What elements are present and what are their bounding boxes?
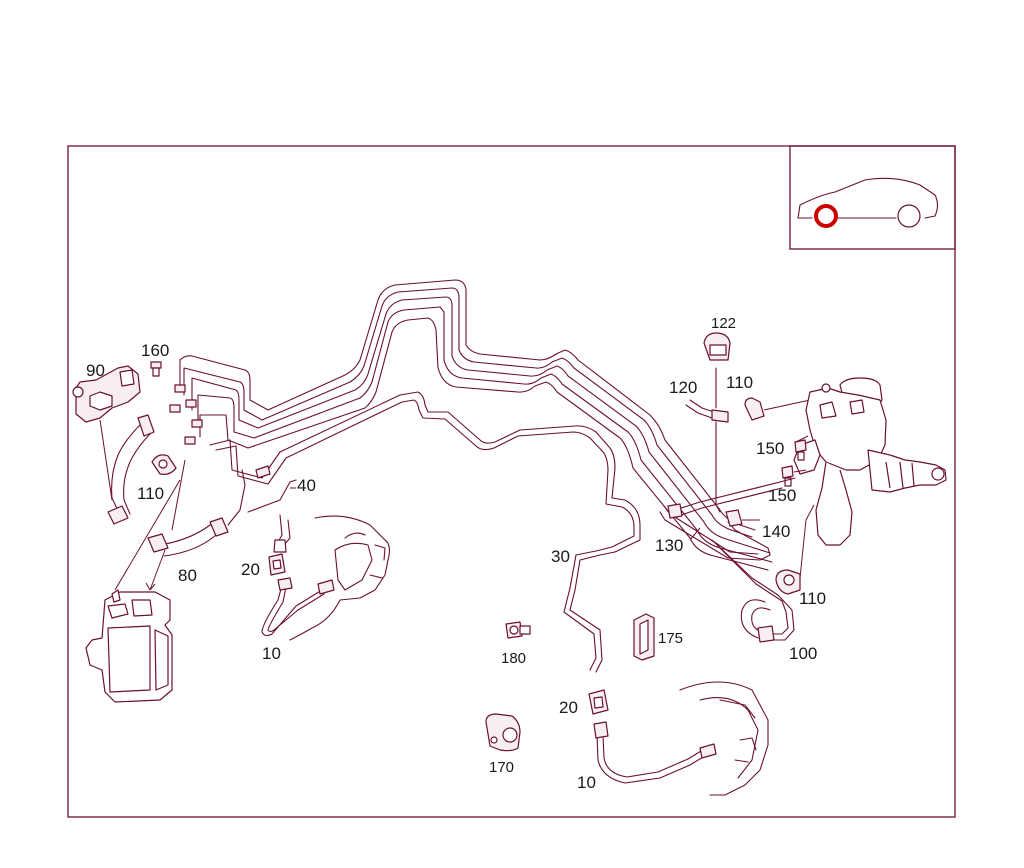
inset-frame	[789, 145, 956, 250]
part-20-clip-right	[588, 689, 609, 715]
brake-line-bundle	[179, 279, 773, 673]
callout-110-left: 110	[137, 484, 164, 503]
abs-hydraulic-unit	[85, 589, 173, 703]
callout-10-left: 10	[262, 644, 281, 663]
callout-150-top: 150	[756, 439, 784, 458]
leader-lines	[290, 435, 809, 541]
diagram-frame	[67, 145, 956, 818]
callout-160: 160	[141, 341, 169, 360]
part-10-hose-right	[593, 721, 717, 784]
callout-110-top: 110	[726, 373, 753, 392]
callout-122: 122	[711, 315, 736, 332]
master-cylinder-assembly	[793, 377, 947, 546]
callout-labels: 90 160 110 80 40 20 10 122 120 110 150 1…	[86, 315, 826, 792]
car-silhouette-icon	[797, 177, 939, 228]
callout-100: 100	[789, 644, 817, 663]
callout-120: 120	[669, 378, 697, 397]
callout-30: 30	[551, 547, 570, 566]
front-wheel-highlight	[814, 204, 838, 228]
callout-20-right: 20	[559, 698, 578, 717]
callout-180: 180	[501, 650, 526, 667]
hose-fitting	[137, 414, 155, 437]
callout-10-right: 10	[577, 773, 596, 792]
locator-inset	[789, 145, 956, 250]
callout-175: 175	[658, 630, 683, 647]
part-122-clip	[703, 332, 731, 361]
brake-disc-right	[679, 681, 769, 796]
callout-170: 170	[489, 759, 514, 776]
rear-wheel	[897, 204, 921, 228]
callout-110-right: 110	[799, 589, 826, 608]
callout-80: 80	[178, 566, 197, 585]
part-180-bolt	[505, 621, 531, 639]
callout-40: 40	[297, 476, 316, 495]
callout-90: 90	[86, 361, 105, 380]
callout-20-left: 20	[241, 560, 260, 579]
part-175-bracket	[633, 613, 655, 661]
part-20-clip-left	[268, 553, 286, 576]
line-clamps-left	[107, 384, 271, 553]
part-10-hose-left	[261, 577, 335, 637]
part-170-plate	[485, 713, 521, 752]
part-90-bracket	[72, 365, 141, 423]
part-110-clip-right	[775, 504, 815, 595]
leader-lines-abs	[99, 419, 186, 591]
part-150-screw-top	[794, 439, 807, 461]
callout-150-mid: 150	[768, 486, 796, 505]
callout-130: 130	[655, 536, 683, 555]
part-140-lines	[659, 477, 796, 561]
part-110-clip-top	[744, 397, 811, 421]
part-150-screw-mid	[781, 465, 794, 487]
part-160-bolt	[150, 361, 162, 377]
part-110-clip-left	[151, 454, 177, 475]
callout-140: 140	[762, 522, 790, 541]
part-100-hose	[711, 539, 795, 643]
brake-disc-left	[289, 515, 391, 641]
line-end-fitting	[273, 539, 287, 553]
